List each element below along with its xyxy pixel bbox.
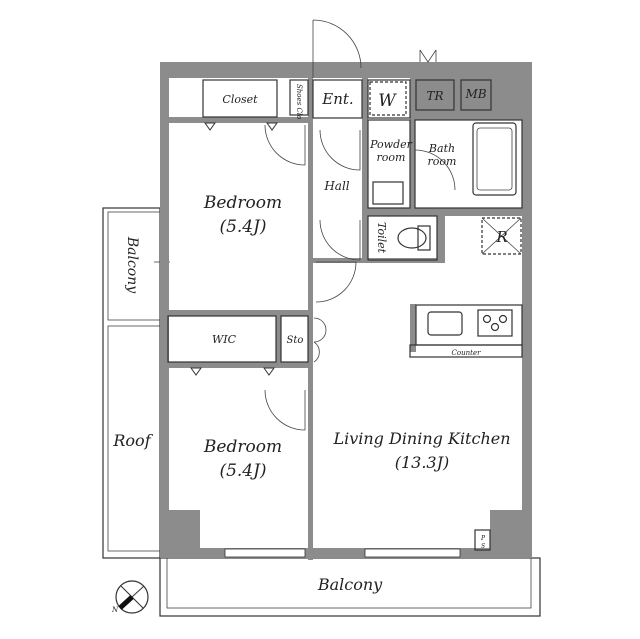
toilet-fixture xyxy=(397,227,427,249)
meter-box xyxy=(460,79,492,111)
pipe-space-label-1: P xyxy=(480,535,486,542)
shoes-closet-label: Shoes Clo xyxy=(295,84,303,119)
trunk-room-box xyxy=(415,79,455,111)
shoes-closet-box xyxy=(289,79,309,116)
refrigerator-space xyxy=(481,217,522,255)
bedroom-2-label: Bedroom xyxy=(203,437,282,457)
storage-label: Sto xyxy=(287,335,304,346)
powder-room-label-1: Powder xyxy=(369,138,413,151)
bathroom-label-2: room xyxy=(428,155,457,168)
ldk-size: (13.3J) xyxy=(395,453,450,472)
compass: N xyxy=(111,580,149,614)
bedroom-1-size: (5.4J) xyxy=(219,217,266,237)
hall-label: Hall xyxy=(323,179,349,193)
kitchen-counter xyxy=(415,304,523,346)
closet-label: Closet xyxy=(222,93,258,106)
refrigerator-label: R xyxy=(495,228,507,246)
bathtub xyxy=(472,122,517,196)
washer-label: W xyxy=(378,91,397,111)
ldk-label: Living Dining Kitchen xyxy=(332,429,510,448)
washer-space xyxy=(369,81,407,116)
doors xyxy=(264,19,456,431)
wic-label: WIC xyxy=(212,333,237,346)
bathroom-label-1: Bath xyxy=(428,142,455,155)
stove xyxy=(477,309,513,337)
sink xyxy=(427,311,463,336)
toilet-label: Toilet xyxy=(375,222,388,254)
bedroom-2-size: (5.4J) xyxy=(219,461,266,481)
washbasin xyxy=(372,181,404,205)
closet-box xyxy=(202,79,278,118)
bedroom-1-label: Bedroom xyxy=(203,193,282,213)
counter-label: Counter xyxy=(452,349,482,357)
wic-box xyxy=(167,315,277,363)
room-labels: Closet Shoes Clo Ent. W TR MB Bedroom (5… xyxy=(112,84,510,594)
pipe-space-label-2: S xyxy=(481,543,485,550)
entrance-label: Ent. xyxy=(321,90,353,108)
storage-box xyxy=(280,315,309,363)
side-balcony-label: Balcony xyxy=(124,236,140,294)
powder-room-label-2: room xyxy=(377,151,406,164)
main-balcony-label: Balcony xyxy=(317,575,383,594)
trunk-room-label: TR xyxy=(426,89,443,103)
walls xyxy=(160,62,532,560)
compass-north-label: N xyxy=(111,606,119,614)
meter-box-label: MB xyxy=(464,87,486,101)
roof-label: Roof xyxy=(112,431,153,450)
